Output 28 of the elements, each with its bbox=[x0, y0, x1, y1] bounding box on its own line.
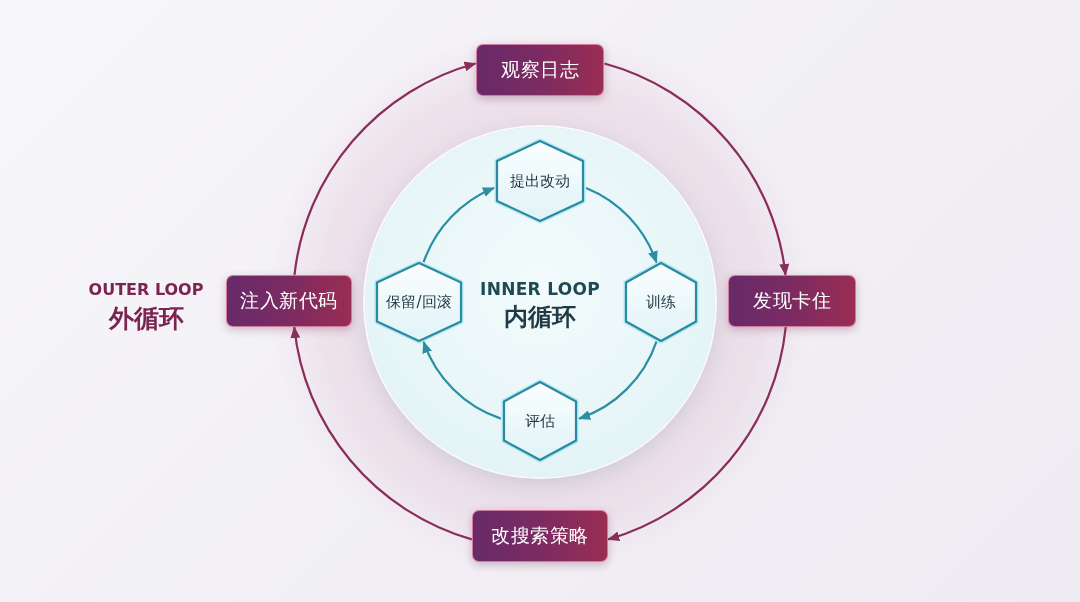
step-label: 改搜索策略 bbox=[491, 523, 589, 548]
step-hexagon bbox=[623, 260, 699, 344]
loop-name: 内循环 bbox=[504, 302, 576, 333]
arrow bbox=[422, 340, 502, 420]
loop-name: 外循环 bbox=[108, 302, 184, 335]
step-label: 观察日志 bbox=[501, 57, 579, 82]
step-hexagon bbox=[494, 138, 586, 224]
step-label: 保留/回滚 bbox=[386, 292, 452, 312]
step-box bbox=[226, 275, 352, 327]
arrow bbox=[422, 186, 495, 263]
arrow bbox=[607, 327, 787, 541]
step-label: 提出改动 bbox=[510, 171, 570, 191]
step-box bbox=[472, 510, 608, 562]
step-label: 训练 bbox=[646, 292, 676, 312]
step-hexagon bbox=[374, 260, 464, 344]
arrow bbox=[293, 62, 477, 276]
arrow bbox=[578, 341, 658, 420]
arrow bbox=[291, 326, 473, 541]
step-label: 评估 bbox=[525, 411, 555, 431]
step-hexagon bbox=[501, 379, 579, 463]
arrow bbox=[604, 62, 789, 276]
step-box bbox=[728, 275, 856, 327]
step-box bbox=[476, 44, 604, 96]
loop-heading: OUTER LOOP bbox=[88, 279, 204, 299]
step-label: 注入新代码 bbox=[240, 288, 338, 313]
step-label: 发现卡住 bbox=[753, 288, 831, 313]
arrow bbox=[585, 186, 658, 264]
loop-heading: INNER LOOP bbox=[480, 279, 600, 299]
